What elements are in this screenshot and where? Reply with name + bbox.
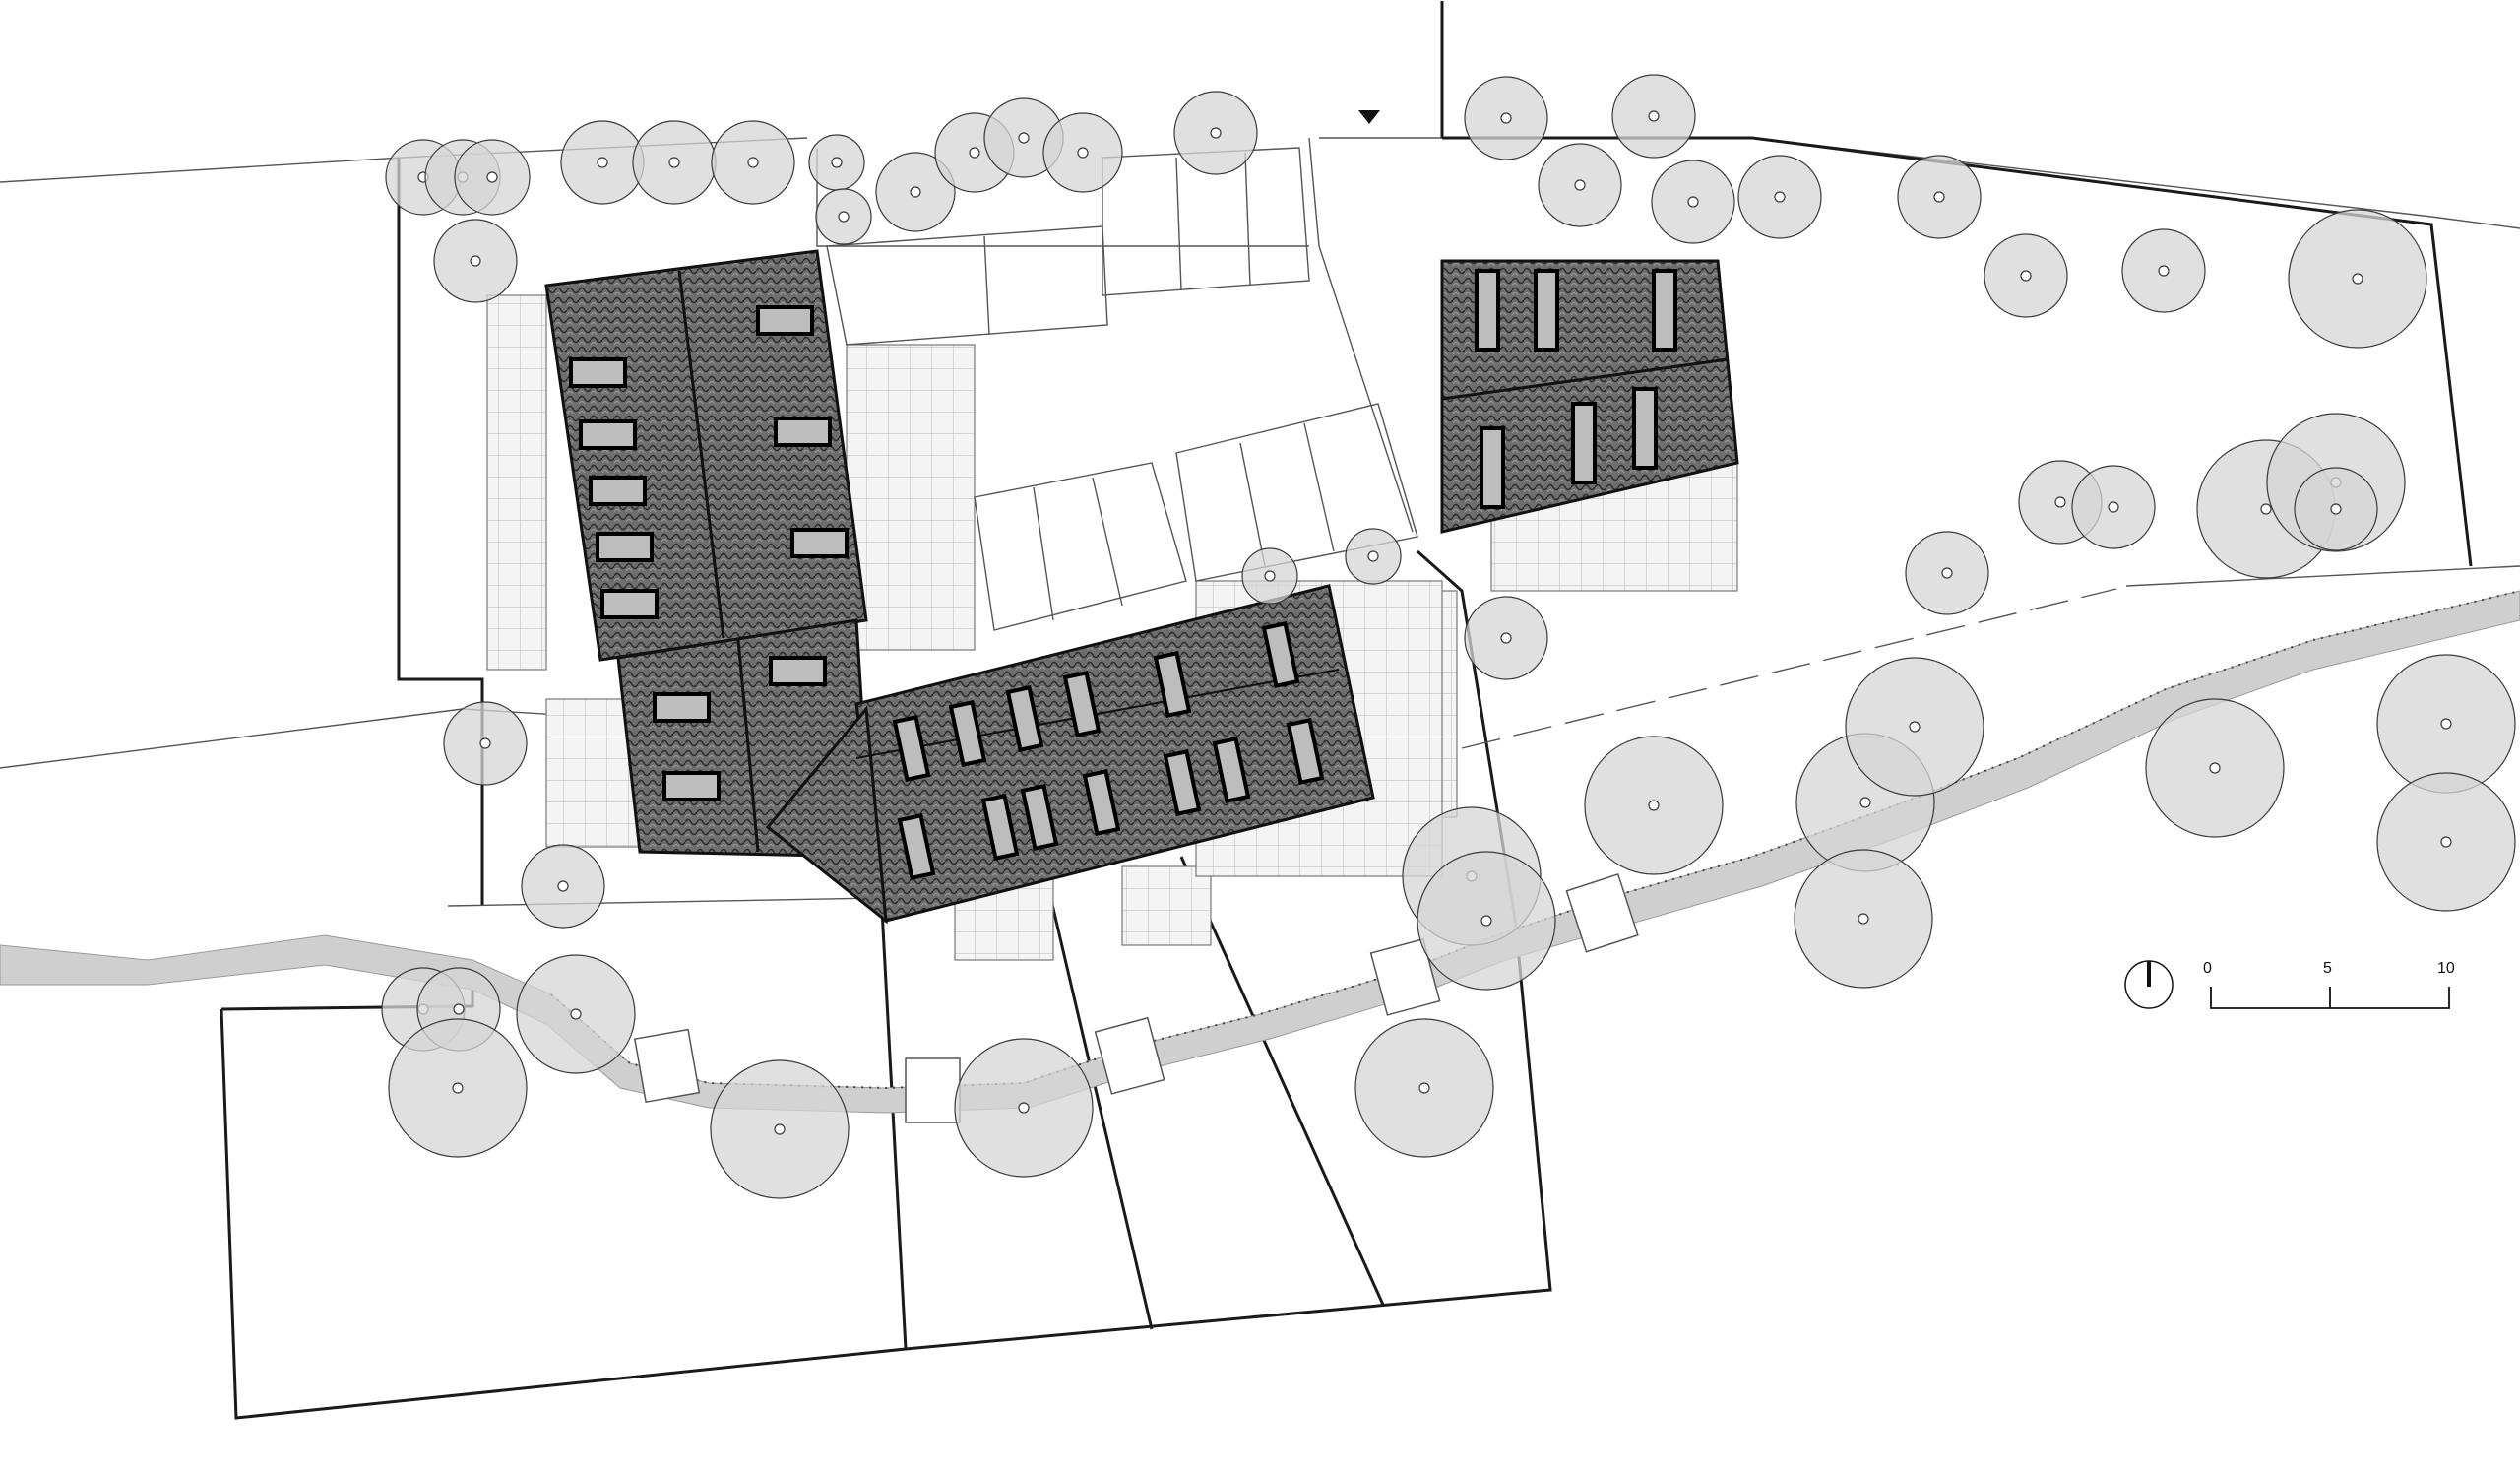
tree	[710, 1059, 850, 1199]
tree	[815, 188, 872, 245]
tree	[2288, 209, 2427, 349]
tree	[1345, 528, 1402, 585]
parking-area	[826, 147, 1418, 631]
tree	[1173, 91, 1258, 175]
tree	[388, 1018, 528, 1158]
footpath	[0, 590, 2520, 1123]
tree	[516, 954, 636, 1074]
tree	[1905, 531, 1989, 615]
entrance-triangle-icon	[1358, 110, 1380, 124]
tree	[1538, 143, 1622, 227]
tree	[454, 139, 531, 216]
tree	[1984, 233, 2068, 318]
tree	[1651, 160, 1735, 244]
tree	[632, 120, 717, 205]
tree	[1354, 1018, 1494, 1158]
tree	[443, 701, 528, 786]
tree	[560, 120, 645, 205]
tree	[1241, 547, 1298, 605]
tree	[2376, 772, 2516, 912]
tree	[808, 134, 865, 191]
tree	[2376, 654, 2516, 794]
tree	[1464, 596, 1548, 680]
tree	[1611, 74, 1696, 159]
tree	[2145, 698, 2285, 838]
tree	[2071, 465, 2156, 549]
tree	[2121, 228, 2206, 313]
tree	[1845, 657, 1984, 797]
tree	[1464, 76, 1548, 160]
trees	[381, 74, 2516, 1199]
skylights	[569, 269, 1677, 881]
north-arrow-icon	[2124, 960, 2174, 1009]
scale-label-0: 0	[2203, 960, 2212, 977]
tree	[1737, 155, 1822, 239]
scale-bar: 0 5 10	[2203, 960, 2455, 1009]
tree	[711, 120, 795, 205]
tree	[1897, 155, 1982, 239]
scale-label-5: 5	[2323, 960, 2332, 977]
tree	[1794, 849, 1933, 989]
tree	[433, 219, 518, 303]
tree	[954, 1038, 1094, 1178]
tree	[1417, 851, 1556, 991]
scale-label-10: 10	[2437, 960, 2455, 977]
tree	[1042, 112, 1123, 193]
tree	[875, 152, 956, 232]
building-b	[765, 584, 1375, 925]
tree	[2294, 467, 2378, 551]
tree	[1584, 736, 1724, 875]
tree	[521, 844, 605, 929]
